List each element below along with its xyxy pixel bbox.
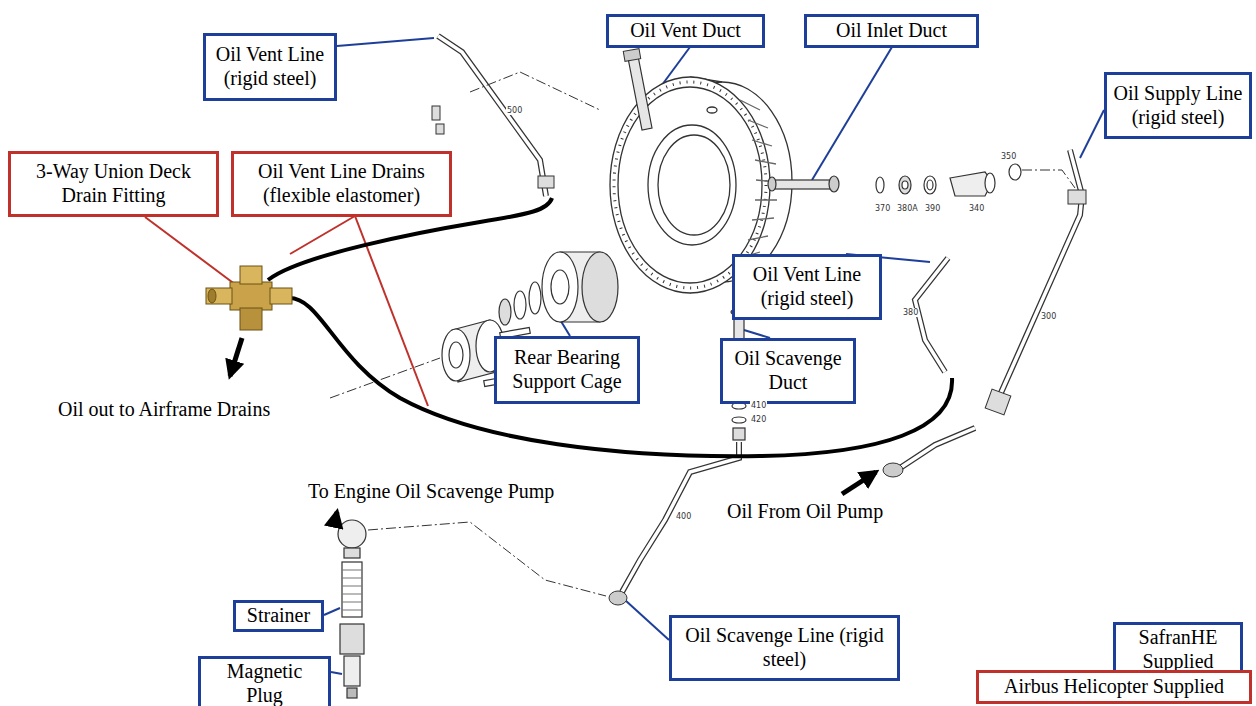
flow-label: Oil out to Airframe Drains <box>58 398 270 421</box>
part-callout-box: Magnetic Plug <box>198 656 331 706</box>
legend-text: SafranHE Supplied <box>1122 626 1234 673</box>
callout-text: Oil Inlet Duct <box>836 19 947 43</box>
callout-text: Strainer <box>247 604 310 628</box>
legend-box: SafranHE Supplied <box>1113 622 1243 677</box>
callout-text: Rear Bearing Support Cage <box>503 346 631 393</box>
part-callout-box: Oil Vent Line (rigid steel) <box>732 254 882 320</box>
callout-number: 420 <box>750 415 767 424</box>
callout-text: Oil Vent Line (rigid steel) <box>741 263 873 310</box>
part-callout-box: Strainer <box>233 600 324 632</box>
callout-number: 370 <box>874 204 891 213</box>
callout-number: 500 <box>506 106 523 115</box>
callout-text: Magnetic Plug <box>207 660 322 706</box>
callout-number: 350 <box>1000 152 1017 161</box>
part-callout-box: Oil Scavenge Line (rigid steel) <box>669 615 900 681</box>
part-callout-box: Oil Vent Line (rigid steel) <box>203 33 337 101</box>
callout-number: 380A <box>896 204 919 213</box>
flow-label: Oil From Oil Pump <box>727 500 883 523</box>
part-callout-box: Oil Inlet Duct <box>804 14 979 48</box>
legend-box: Airbus Helicopter Supplied <box>976 670 1252 704</box>
callout-text: Oil Scavenge Duct <box>729 347 847 394</box>
callout-text: Oil Vent Duct <box>630 19 741 43</box>
part-callout-box: Oil Vent Line Drains (flexible elastomer… <box>231 151 452 217</box>
part-callout-box: Oil Supply Line (rigid steel) <box>1104 72 1252 139</box>
part-callout-box: Rear Bearing Support Cage <box>494 336 640 404</box>
callout-text: Oil Scavenge Line (rigid steel) <box>678 624 891 671</box>
callout-text: Oil Vent Line (rigid steel) <box>212 43 328 90</box>
callout-text: Oil Supply Line (rigid steel) <box>1113 82 1243 129</box>
callout-number: 340 <box>968 204 985 213</box>
part-callout-box: Oil Vent Duct <box>606 14 765 48</box>
part-callout-box: Oil Scavenge Duct <box>720 338 856 404</box>
callout-number: 380 <box>902 308 919 317</box>
part-callout-box: 3-Way Union Deck Drain Fitting <box>8 151 219 217</box>
flow-label: To Engine Oil Scavenge Pump <box>308 480 554 503</box>
callout-number: 410 <box>750 401 767 410</box>
callout-text: Oil Vent Line Drains (flexible elastomer… <box>240 160 443 207</box>
callout-number: 390 <box>924 204 941 213</box>
callout-number: 400 <box>675 512 692 521</box>
legend-text: Airbus Helicopter Supplied <box>1004 675 1224 699</box>
callout-number: 300 <box>1040 312 1057 321</box>
callout-text: 3-Way Union Deck Drain Fitting <box>17 160 210 207</box>
